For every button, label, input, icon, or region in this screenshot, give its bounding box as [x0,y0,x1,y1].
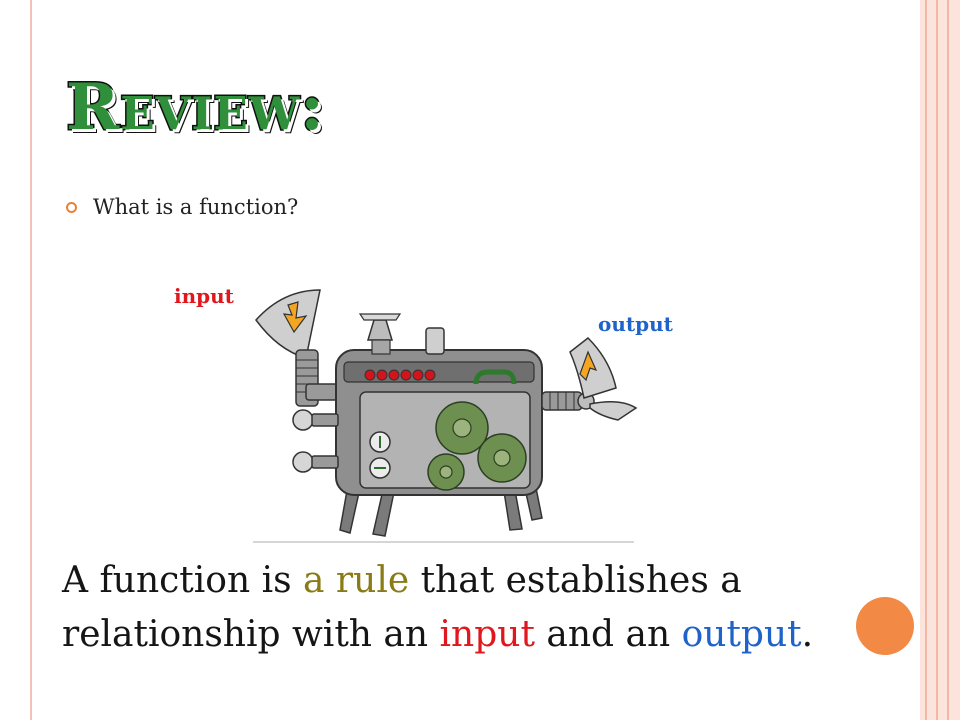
definition-end: . [801,614,814,655]
bullet-item: What is a function? [66,195,298,219]
definition-part-1: A function is [62,560,304,601]
machine-handle [473,369,517,385]
decorative-orange-circle [856,597,914,655]
output-arrow-icon [579,350,598,382]
function-machine-illustration [253,289,638,543]
definition-part-2: that establishes a relationship with an [62,560,742,655]
output-nozzle [569,337,638,421]
definition-part-3: and an [534,614,682,655]
input-funnel [255,289,341,407]
highlight-input: input [439,614,535,655]
top-cup [425,327,445,355]
frame-left-line [30,0,32,720]
highlight-rule: a rule [303,560,410,601]
indicator-lights [364,369,436,381]
input-arrow-icon [282,301,308,334]
side-bulbs [292,409,339,473]
output-label: output [598,312,673,336]
bullet-text: What is a function? [93,195,299,219]
top-knob [366,319,394,341]
frame-right-line [947,0,949,720]
frame-right-line [925,0,927,720]
input-label: input [174,284,234,308]
slide-title: Review: [65,70,326,145]
highlight-output: output [681,614,802,655]
bullet-ring-icon [66,201,77,213]
frame-right-line [936,0,938,720]
definition-text: A function is a rule that establishes a … [62,554,902,662]
